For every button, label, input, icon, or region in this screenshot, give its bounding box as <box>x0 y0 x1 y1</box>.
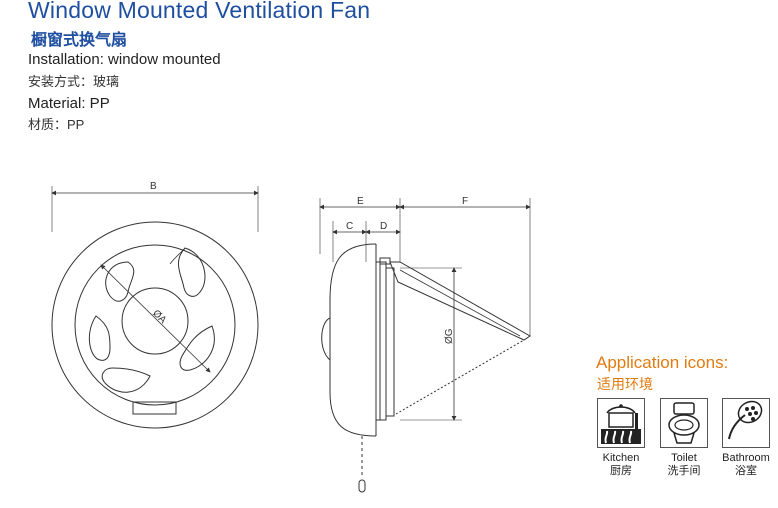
page-title-cn: 橱窗式换气扇 <box>31 32 128 49</box>
bathroom-label-cn: 浴室 <box>735 465 757 477</box>
dim-label-e: E <box>357 196 364 207</box>
kitchen-label: Kitchen <box>602 452 640 464</box>
dim-label-a: ØA <box>150 308 168 326</box>
side-view <box>319 198 531 493</box>
toilet-label-cn: 洗手间 <box>667 465 701 477</box>
material-spec: Material: PP <box>28 95 110 112</box>
dim-label-f: F <box>462 196 468 207</box>
kitchen-icon <box>597 398 645 448</box>
front-view <box>51 186 259 429</box>
bathroom-label: Bathroom <box>722 452 770 464</box>
kitchen-label-cn: 厨房 <box>610 465 632 477</box>
installation-spec-cn: 安装方式：玻璃 <box>28 74 120 89</box>
toilet-label: Toilet <box>671 452 697 464</box>
dim-label-c: C <box>346 221 353 232</box>
shower-icon <box>722 398 770 448</box>
installation-spec: Installation: window mounted <box>28 51 221 68</box>
application-title: Application icons: <box>596 353 729 372</box>
material-spec-cn: 材质：PP <box>28 117 85 132</box>
toilet-icon <box>660 398 708 448</box>
dim-label-d: D <box>380 221 387 232</box>
application-title-cn: 适用环境 <box>597 376 653 392</box>
dim-label-g: ØG <box>444 328 455 344</box>
page-title: Window Mounted Ventilation Fan <box>28 0 371 23</box>
dim-label-b: B <box>150 181 157 192</box>
